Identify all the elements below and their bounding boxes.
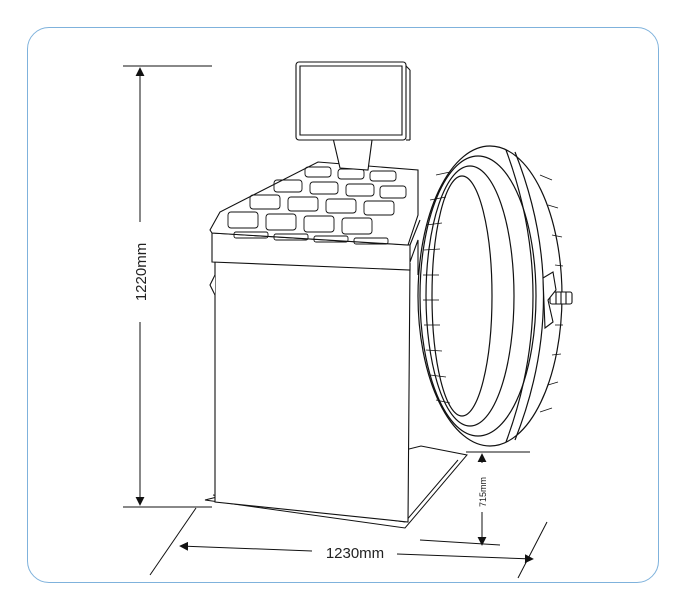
tool-tray: [227, 166, 407, 245]
shaft-clamp: [542, 271, 573, 330]
height-label: 1220mm: [133, 243, 150, 301]
monitor-display: [295, 61, 411, 171]
tire-tread: [423, 171, 564, 413]
width-label: 1230mm: [326, 545, 384, 562]
balancer-cabinet: [209, 161, 421, 523]
diagram-frame: [27, 27, 659, 583]
height-dimension: [123, 65, 212, 508]
width-dimension: [149, 507, 548, 579]
clearance-label: 715mm: [478, 477, 488, 507]
clearance-dimension: [419, 453, 501, 546]
